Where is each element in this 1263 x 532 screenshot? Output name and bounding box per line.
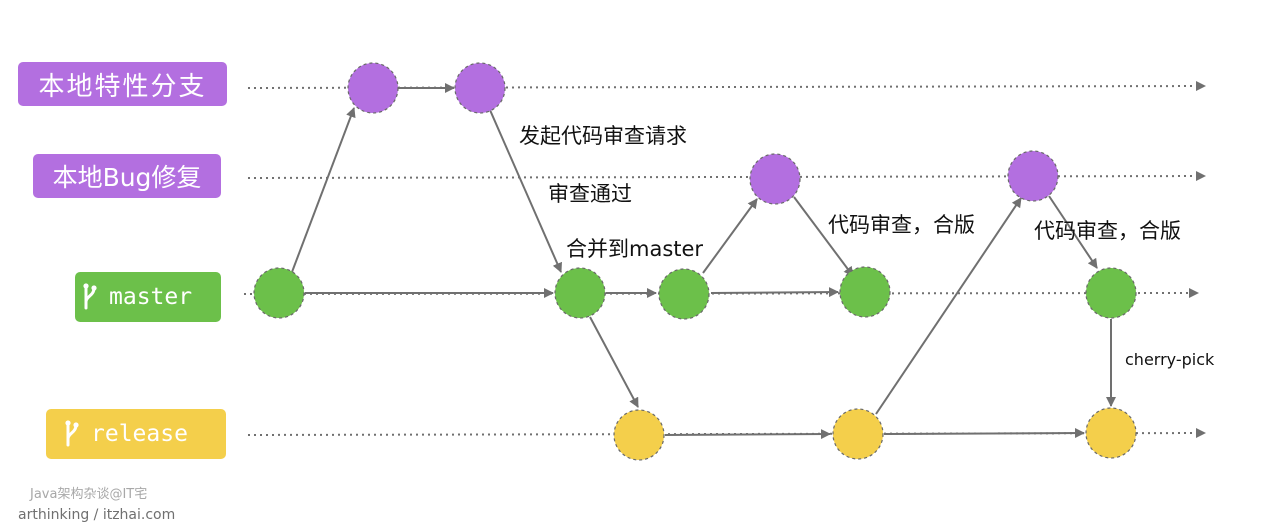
commit-master-2 [554,267,606,319]
annotation-merge-to-master: 合并到master [566,237,704,261]
arrow-bugfix-to-master-2 [1048,195,1098,269]
commit-master-1 [253,267,305,319]
commit-master-4 [839,266,891,318]
arrow-release-2 [883,428,1085,439]
watermark-line-2: arthinking / itzhai.com [18,507,176,523]
commit-release-2 [832,408,884,460]
arrow-master-3 [710,287,839,298]
branch-label-release: release [46,409,226,459]
bugfix-timeline [247,171,1206,182]
branch-label-feature: 本地特性分支 [18,62,227,106]
arrow-master-to-bugfix [702,198,758,274]
commit-master-5 [1085,267,1137,319]
branch-label-bugfix: 本地Bug修复 [33,154,221,198]
arrow-master-to-release [589,316,639,408]
arrow-release-1 [664,429,831,440]
annotation-review-approved: 审查通过 [548,182,632,206]
git-branch-icon [81,282,99,312]
commit-release-1 [613,409,665,461]
git-branch-icon [63,419,81,449]
commit-release-3 [1085,407,1137,459]
arrow-master-to-feature [291,107,356,273]
commit-bugfix-2 [1007,150,1059,202]
commit-feature-1 [347,62,399,114]
annotation-review-merge-2: 代码审查，合版 [1034,219,1181,243]
arrow-bugfix-to-master [793,196,854,277]
commit-feature-2 [454,62,506,114]
watermark-line-1: Java架构杂谈@IT宅 [30,487,148,502]
commit-master-3 [658,268,710,320]
branch-label-bugfix-text: 本地Bug修复 [52,163,202,192]
arrow-release-to-bugfix [875,197,1022,415]
branch-label-release-text: release [91,421,188,447]
annotation-review-request: 发起代码审查请求 [519,124,687,148]
commit-bugfix-1 [749,153,801,205]
branch-label-master: master [75,272,221,322]
annotation-cherry-pick: cherry-pick [1125,350,1215,369]
branch-label-feature-text: 本地特性分支 [38,71,207,102]
arrow-feature-to-master [489,109,562,273]
annotation-review-merge-1: 代码审查，合版 [828,213,975,237]
branch-label-master-text: master [109,284,193,310]
